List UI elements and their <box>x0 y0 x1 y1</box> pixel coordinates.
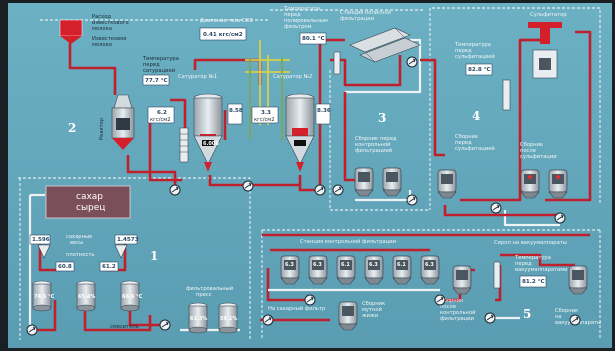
raw-sugar-label-2: сырец <box>76 203 105 213</box>
tank-icon <box>383 168 401 196</box>
ctrl-value-6: 6.3 <box>425 262 434 268</box>
heat-exchanger-icon <box>494 262 500 288</box>
tank-icon <box>453 266 471 294</box>
sat2-flow-box <box>316 104 330 124</box>
temp-vac-label-3: вакуумаппаратами <box>515 267 568 273</box>
filter-press-label-1: фильтровальный <box>186 285 233 292</box>
collect-mid-label-2: мутной <box>362 306 382 313</box>
raw-sugar-label-1: сахар <box>76 192 103 202</box>
co2-value: 0.41 кгс/см2 <box>203 32 243 38</box>
section-2-label: 2 <box>68 121 76 135</box>
collect-mid-label-3: жижи <box>362 313 378 319</box>
s1-tank-b-value: 65.4% <box>78 294 95 300</box>
tank-icon <box>438 170 456 198</box>
tank-icon <box>355 168 373 196</box>
temp-vac-value: 81.2 °C <box>522 279 545 285</box>
s1-fp-b-value: 59.1% <box>220 316 237 322</box>
raw-feed-label-3: молока <box>92 26 112 32</box>
ctrl-value-1: 6.3 <box>285 262 294 268</box>
s1-left-level: 1.596 <box>32 237 50 243</box>
density-value-2: 61.2 <box>102 264 116 270</box>
to-vacuum-label: Сироп на вакуумаппараты <box>494 240 567 246</box>
collect-after-label-3: контрольной <box>440 309 476 316</box>
raw-sugar-bin <box>46 186 130 218</box>
tank-icon <box>339 302 357 330</box>
temp-s4-value: 82.8 °C <box>468 67 491 73</box>
density-label: плотность <box>66 252 94 258</box>
control-station-label: Станция контрольной фильтрации <box>300 238 396 245</box>
filter-press-label-2: пресс <box>196 292 212 298</box>
polish-station-label-2: фильтрации <box>340 16 374 22</box>
reactor-label: Реактор <box>99 117 105 140</box>
collect-s3-label-3: фильтрацией <box>355 147 392 154</box>
sulfitator-label: Сульфитатор <box>530 12 567 18</box>
s1-tank-a-value: 74.5 °C <box>34 294 55 300</box>
temp-top-value: 80.1 °С <box>302 36 325 42</box>
lime-tank-label-2: молоко <box>92 42 112 48</box>
temp-sat-label-3: сатурацией <box>143 67 175 74</box>
collect-s4b-label-3: сульфитации <box>520 154 557 160</box>
ctrl-value-2: 6.3 <box>313 262 322 268</box>
tank-icon <box>521 170 539 198</box>
temp-top-label-4: фильтром <box>284 24 312 30</box>
sat1-flow-box <box>228 104 242 124</box>
collect-s3-label-2: контрольной <box>355 141 391 148</box>
s1-right-level: 1.4573 <box>117 237 139 243</box>
heat-exchanger-icon <box>180 128 188 162</box>
temp-s4-label-3: сульфитацией <box>455 53 495 60</box>
tank-icon <box>569 266 587 294</box>
s1-tank-c-value: 66.6 °C <box>122 294 143 300</box>
sat1-label: Сатуратор №1 <box>178 74 217 80</box>
heat-exchanger-icon <box>334 52 340 74</box>
sat1-pressure-value: 6.2 <box>157 110 167 116</box>
sat1-flow-value: 8.58 <box>229 108 243 114</box>
tank-icon <box>549 170 567 198</box>
heat-exchanger-icon <box>503 80 510 110</box>
sat2-label: Сатуратор №2 <box>273 74 312 80</box>
section-1-label: 1 <box>150 249 158 263</box>
to-filter-label: На сахарный фильтр <box>268 305 326 312</box>
s1-mid-label-2: весы <box>70 240 83 246</box>
section-5-label: 5 <box>523 307 531 321</box>
ctrl-value-5: 6.1 <box>397 262 406 268</box>
sat2-pressure-unit: кгс/см2 <box>254 117 275 123</box>
section-4-label: 4 <box>472 109 480 123</box>
sat1-level: 6.006 <box>203 141 219 147</box>
sat2-flow-value: 8.36 <box>317 108 331 114</box>
collect-s4a-label-3: сульфитацией <box>455 145 495 152</box>
sat2-pressure-value: 3.3 <box>261 110 271 116</box>
density-value-1: 60.8 <box>58 264 72 270</box>
ctrl-value-4: 6.3 <box>369 262 378 268</box>
s1-fp-a-value: 61.3% <box>190 316 207 322</box>
co2-title: Давление газа CO2 <box>200 18 253 24</box>
ctrl-value-3: 6.1 <box>341 262 350 268</box>
section-3-label: 3 <box>378 111 386 125</box>
sat1-pressure-unit: кгс/см2 <box>150 117 171 123</box>
temp-sat-value: 77.7 °C <box>145 78 168 84</box>
polish-station-label: Станция полисной <box>340 9 391 16</box>
collect-after-label-4: фильтрации <box>440 316 474 322</box>
s1-bottom-label: смеситель <box>110 324 139 330</box>
